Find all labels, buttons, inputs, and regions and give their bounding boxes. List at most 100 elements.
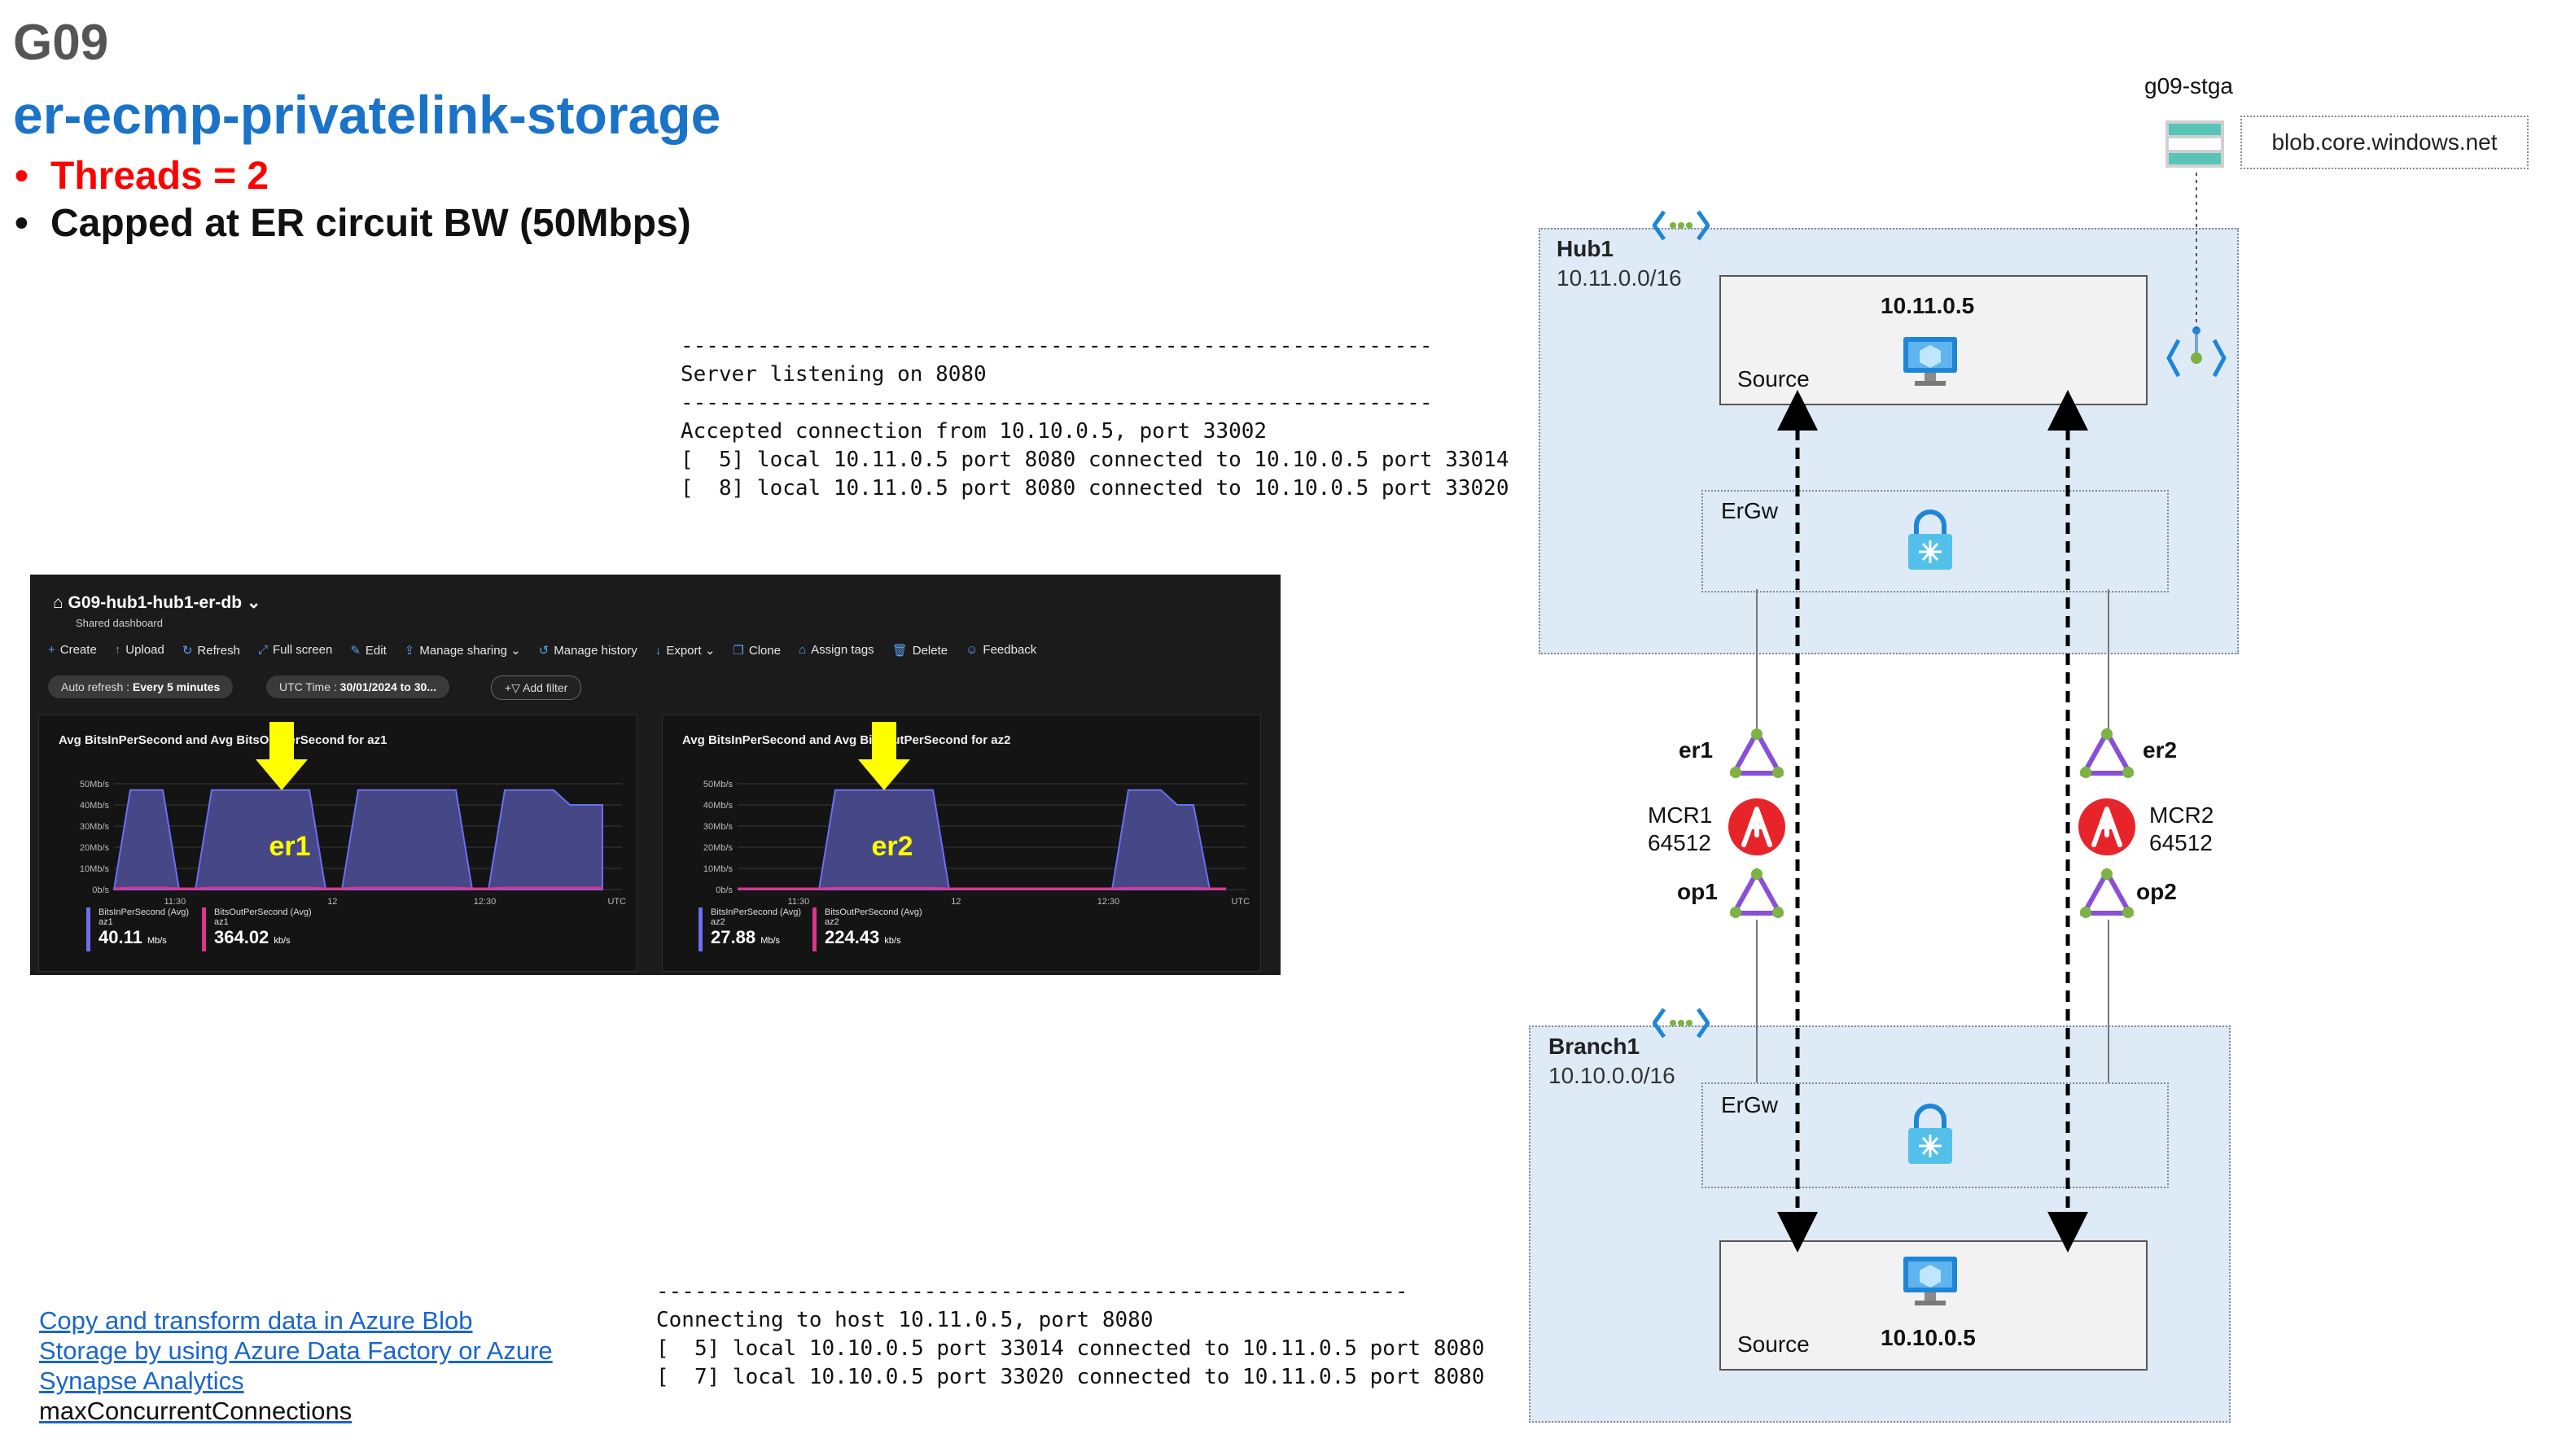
manage-sharing-button[interactable]: ⇪Manage sharing ⌄ bbox=[404, 644, 521, 658]
series-area-bits-in bbox=[112, 789, 603, 890]
auto-refresh-pill[interactable]: Auto refresh : Every 5 minutes bbox=[48, 676, 234, 698]
chart-az2: 50Mb/s 40Mb/s 30Mb/s 20Mb/s 10Mb/s 0b/s 11:30 1… bbox=[703, 722, 1250, 907]
x-tick-label: 12 bbox=[327, 897, 337, 907]
bullet-threads: Threads = 2 bbox=[13, 153, 691, 200]
feedback-icon: ☺ bbox=[966, 643, 979, 657]
tag-icon: ⌂ bbox=[799, 643, 807, 657]
chevron-down-icon: ⌄ bbox=[246, 593, 261, 612]
pencil-icon: ✎ bbox=[350, 644, 361, 658]
chart-title: Avg BitsInPerSecond and Avg BitsOutPerSe… bbox=[59, 733, 388, 747]
console-line: ----------------------------------------… bbox=[681, 391, 1433, 415]
x-tick-label: 11:30 bbox=[788, 897, 810, 907]
create-button[interactable]: +Create bbox=[48, 643, 97, 657]
y-tick-label: 0b/s bbox=[92, 885, 109, 895]
x-tick-label: 12 bbox=[951, 897, 961, 907]
bullet-capped: Capped at ER circuit BW (50Mbps) bbox=[13, 200, 691, 247]
edit-button[interactable]: ✎Edit bbox=[350, 644, 387, 658]
x-tick-label: UTC bbox=[1231, 897, 1250, 907]
console-line: Accepted connection from 10.10.0.5, port… bbox=[681, 419, 1268, 444]
storage-account-icon bbox=[2165, 120, 2224, 168]
virtual-machine-icon bbox=[1903, 337, 1957, 386]
plus-icon: + bbox=[48, 643, 55, 657]
y-tick-label: 50Mb/s bbox=[703, 780, 733, 789]
op2-label: op2 bbox=[2136, 879, 2177, 904]
add-filter-button[interactable]: +▽ Add filter bbox=[491, 676, 582, 700]
y-tick-label: 30Mb/s bbox=[80, 822, 110, 832]
expressroute-circuit-icon bbox=[1729, 728, 1784, 778]
refresh-icon: ↻ bbox=[182, 644, 193, 658]
hub-vm-ip: 10.11.0.5 bbox=[1881, 293, 1975, 318]
feedback-button[interactable]: ☺Feedback bbox=[966, 643, 1037, 657]
megaport-router-icon bbox=[1728, 798, 1785, 855]
y-tick-label: 40Mb/s bbox=[80, 801, 110, 811]
annotation-arrow-shaft bbox=[872, 722, 896, 761]
console-line: [ 7] local 10.10.0.5 port 33020 connecte… bbox=[656, 1365, 1485, 1389]
x-tick-label: 12:30 bbox=[1097, 897, 1120, 907]
gateway-lock-icon bbox=[1908, 1104, 1952, 1164]
hub1-cidr: 10.11.0.0/16 bbox=[1557, 265, 1682, 291]
refresh-button[interactable]: ↻Refresh bbox=[182, 644, 240, 658]
op1-label: op1 bbox=[1677, 879, 1718, 904]
chart-panel-az1: Avg BitsInPerSecond and Avg BitsOutPerSe… bbox=[38, 715, 637, 972]
expressroute-circuit-icon bbox=[2079, 728, 2135, 778]
annotation-arrow-head bbox=[858, 759, 910, 790]
y-tick-label: 0b/s bbox=[716, 885, 733, 895]
y-tick-label: 30Mb/s bbox=[703, 822, 733, 832]
slide-title: G09 bbox=[13, 15, 109, 71]
x-tick-label: 12:30 bbox=[474, 897, 497, 907]
filter-icon: +▽ bbox=[505, 681, 523, 694]
dashboard-toolbar: +Create ↑Upload ↻Refresh ⤢Full screen ✎E… bbox=[48, 643, 1036, 658]
chart-title: Avg BitsInPerSecond and Avg BitsOutPerSe… bbox=[682, 733, 1011, 747]
y-tick-label: 20Mb/s bbox=[80, 843, 110, 853]
hub1-label: Hub1 bbox=[1557, 236, 1614, 261]
branch-vm-ip: 10.10.0.5 bbox=[1881, 1325, 1976, 1350]
branch-vm-label: Source bbox=[1737, 1331, 1810, 1357]
hub-ergw-label: ErGw bbox=[1721, 498, 1778, 523]
delete-button[interactable]: 🗑Delete bbox=[891, 644, 948, 658]
storage-account-name: g09-stga bbox=[2144, 73, 2233, 98]
annotation-arrow-shaft bbox=[269, 722, 294, 761]
docs-link[interactable]: Copy and transform data in Azure Blob St… bbox=[39, 1306, 553, 1425]
download-icon: ↓ bbox=[655, 644, 662, 658]
console-line: [ 5] local 10.10.0.5 port 33014 connecte… bbox=[656, 1336, 1485, 1361]
virtual-machine-icon bbox=[1903, 1257, 1957, 1305]
dashboard-icon: ⌂ bbox=[53, 593, 68, 612]
upload-icon: ↑ bbox=[114, 643, 121, 657]
branch1-cidr: 10.10.0.0/16 bbox=[1548, 1063, 1675, 1088]
vnet-icon bbox=[1653, 1008, 1710, 1038]
x-tick-label: 11:30 bbox=[164, 897, 186, 907]
mcr2-name: MCR2 bbox=[2149, 802, 2214, 828]
y-tick-label: 10Mb/s bbox=[703, 864, 733, 874]
dashboard-title[interactable]: ⌂ G09-hub1-hub1-er-db ⌄ bbox=[53, 593, 261, 612]
clone-button[interactable]: ❐Clone bbox=[733, 644, 782, 658]
y-tick-label: 40Mb/s bbox=[703, 801, 733, 811]
upload-button[interactable]: ↑Upload bbox=[114, 643, 164, 657]
share-icon: ⇪ bbox=[404, 644, 415, 658]
history-icon: ↺ bbox=[538, 644, 550, 658]
series-line-bits-out bbox=[738, 886, 1226, 890]
server-console-output: ----------------------------------------… bbox=[681, 332, 1509, 503]
export-button[interactable]: ↓Export ⌄ bbox=[655, 644, 716, 658]
gateway-lock-icon bbox=[1908, 509, 1952, 570]
console-line: [ 8] local 10.11.0.5 port 8080 connected… bbox=[681, 476, 1509, 501]
y-tick-label: 20Mb/s bbox=[703, 843, 733, 853]
blob-endpoint-box: blob.core.windows.net bbox=[2240, 116, 2529, 169]
mcr1-asn: 64512 bbox=[1648, 830, 1711, 855]
assign-tags-button[interactable]: ⌂Assign tags bbox=[799, 643, 874, 657]
x-tick-label: UTC bbox=[607, 897, 626, 907]
branch-ergw-label: ErGw bbox=[1721, 1092, 1778, 1117]
console-line: Connecting to host 10.11.0.5, port 8080 bbox=[656, 1308, 1154, 1332]
expressroute-circuit-icon bbox=[2079, 868, 2135, 918]
manage-history-button[interactable]: ↺Manage history bbox=[538, 644, 637, 658]
y-tick-label: 50Mb/s bbox=[80, 780, 110, 789]
mcr2-asn: 64512 bbox=[2149, 830, 2213, 855]
full-screen-button[interactable]: ⤢Full screen bbox=[257, 643, 333, 657]
copy-icon: ❐ bbox=[733, 644, 744, 658]
client-console-output: ----------------------------------------… bbox=[656, 1278, 1484, 1392]
er2-label: er2 bbox=[2143, 737, 2178, 763]
hub-vm-label: Source bbox=[1737, 366, 1810, 391]
utc-time-pill[interactable]: UTC Time : 30/01/2024 to 30... bbox=[266, 676, 449, 698]
